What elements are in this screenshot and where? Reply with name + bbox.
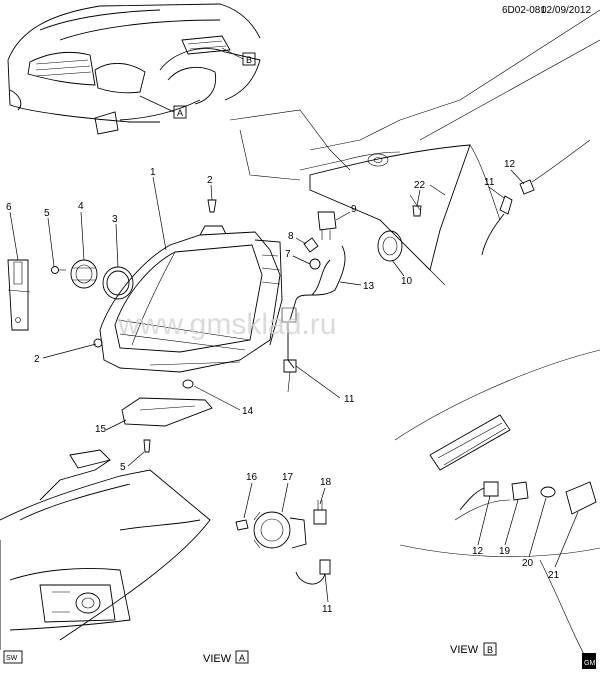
lamp-ring — [377, 230, 403, 262]
watermark: www.gmsklad.ru — [117, 308, 336, 341]
fog-bulb — [313, 500, 327, 525]
callout-5-upper: 5 — [44, 208, 50, 219]
callout-11-middle: 11 — [344, 394, 355, 405]
grommet — [182, 379, 194, 389]
view-a-label: VIEW — [203, 653, 232, 665]
callout-17: 17 — [282, 472, 294, 483]
callout-15: 15 — [95, 424, 107, 435]
view-a-letter: A — [239, 653, 245, 663]
fog-lamp-assembly — [253, 511, 307, 549]
callout-7: 7 — [285, 249, 291, 260]
callout-16: 16 — [246, 472, 258, 483]
fog-screw — [235, 519, 249, 531]
view-a-box — [235, 650, 249, 664]
screw-2-upper — [207, 199, 217, 213]
callout-4: 4 — [78, 201, 84, 212]
callout-12-lower: 12 — [472, 546, 484, 557]
side-marker-lens-view-b — [429, 414, 511, 471]
view-b-fender — [394, 349, 600, 666]
callout-5-lower: 5 — [120, 462, 126, 473]
callout-3: 3 — [112, 214, 118, 225]
callout-14: 14 — [242, 406, 254, 417]
view-a-fascia — [0, 449, 211, 650]
wiring-harness — [281, 245, 346, 393]
mount-bracket — [7, 259, 31, 331]
vehicle-inset: A B — [7, 3, 261, 135]
callout-19: 19 — [499, 546, 511, 557]
screw-22 — [412, 205, 422, 217]
callout-22: 22 — [414, 180, 426, 191]
view-b-letter: B — [487, 645, 493, 655]
callout-21: 21 — [548, 570, 560, 581]
gm-logo — [582, 653, 596, 669]
callout-1: 1 — [150, 167, 156, 178]
view-b-label: VIEW — [450, 644, 479, 656]
bulb-8 — [303, 237, 319, 253]
bulb-socket — [70, 259, 98, 289]
screw-5-upper — [51, 266, 66, 274]
callout-8: 8 — [288, 231, 294, 242]
fog-harness — [295, 559, 331, 585]
callout-11-upper: 11 — [484, 177, 495, 188]
callout-13: 13 — [363, 281, 375, 292]
callout-10: 10 — [401, 276, 413, 287]
marker-socket-19 — [511, 481, 529, 501]
callout-9: 9 — [351, 204, 357, 215]
sw-badge-text: SW — [6, 655, 18, 662]
marker-lens-21 — [565, 481, 597, 515]
callout-labels: 1 2 2 3 4 5 5 6 7 8 9 10 11 11 11 12 12 … — [6, 159, 560, 615]
bulb-7 — [309, 258, 321, 270]
view-b-box — [483, 642, 497, 656]
callout-18: 18 — [320, 477, 332, 488]
lamp-seal — [102, 266, 134, 300]
callout-11-lower: 11 — [322, 604, 333, 615]
callout-12-upper: 12 — [504, 159, 516, 170]
inset-tag-a: A — [177, 108, 183, 118]
callout-20: 20 — [522, 558, 534, 569]
headlamp-assembly — [99, 225, 283, 373]
callout-2-lower: 2 — [34, 354, 40, 365]
screw-5-lower — [143, 439, 151, 453]
leader-lines — [9, 169, 579, 603]
callout-2-upper: 2 — [207, 175, 213, 186]
gm-logo-text: GM — [584, 660, 595, 667]
diagram-date: 02/09/2012 — [541, 5, 591, 16]
marker-socket-12 — [459, 481, 499, 511]
screw-2-lower — [93, 338, 103, 348]
diagram-code: 6D02-081 — [502, 5, 546, 16]
inset-tag-b: B — [246, 55, 252, 65]
marker-bulb-20 — [540, 486, 556, 498]
callout-6: 6 — [6, 202, 12, 213]
body-structure — [229, 9, 600, 286]
sw-badge — [3, 650, 23, 664]
lower-bracket — [121, 397, 213, 427]
side-marker-harness — [481, 139, 591, 256]
control-module — [317, 211, 337, 240]
